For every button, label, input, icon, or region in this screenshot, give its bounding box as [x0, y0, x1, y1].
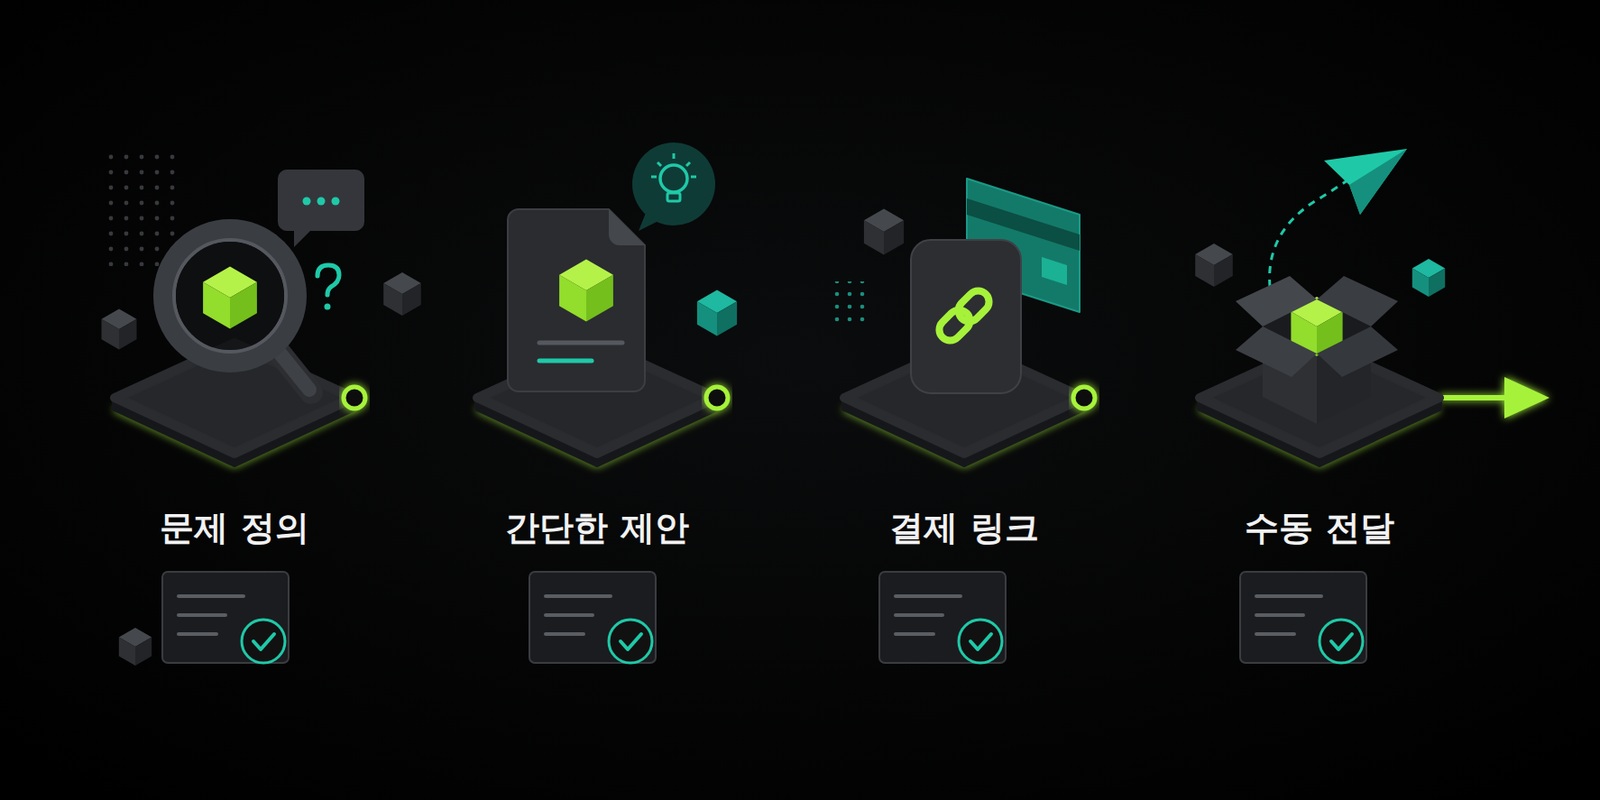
connector-dot — [1073, 386, 1095, 409]
flow-connector — [717, 395, 845, 401]
flow-connector — [354, 395, 478, 401]
step-platform: 결제 링크 — [844, 342, 1085, 558]
step-label: 결제 링크 — [844, 506, 1085, 549]
step-platform: 수동 전달 — [1199, 342, 1440, 558]
step-label: 문제 정의 — [114, 506, 355, 549]
step-platform: 문제 정의 — [114, 342, 355, 558]
step-platform: 간단한 제안 — [477, 342, 718, 558]
flow-connector — [1084, 395, 1200, 401]
step-label: 간단한 제안 — [477, 506, 718, 549]
step-label: 수동 전달 — [1199, 506, 1440, 549]
connector-dot — [343, 386, 366, 409]
connector-dot — [706, 386, 728, 409]
